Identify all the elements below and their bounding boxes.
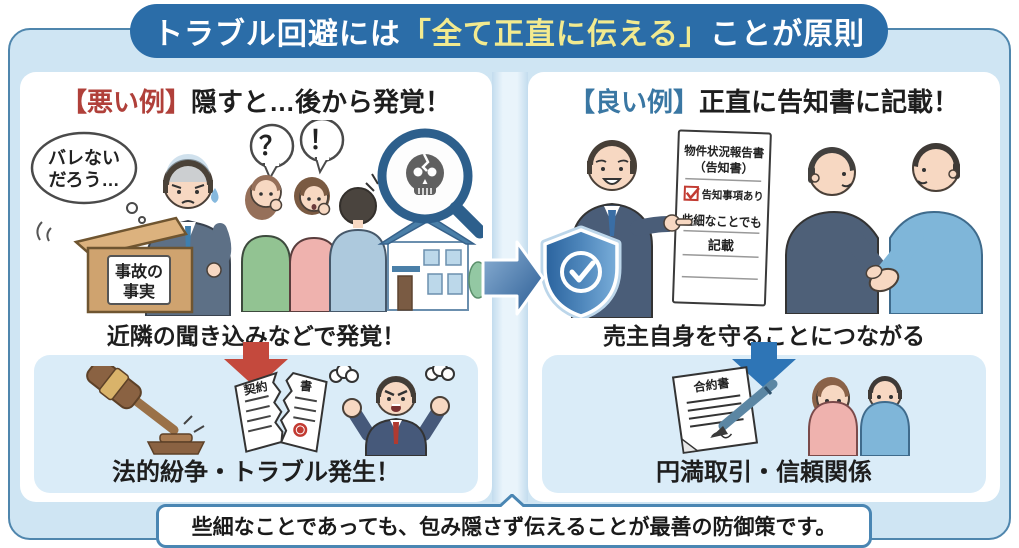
svg-text:（告知書）: （告知書） xyxy=(693,159,754,176)
skull-icon xyxy=(406,153,444,195)
tree-icon xyxy=(468,261,483,299)
good-result-text: 円満取引・信頼関係 xyxy=(656,459,872,486)
bad-heading: 隠すと…後から発覚！ xyxy=(191,87,452,117)
good-tag: 【良い例】 xyxy=(568,87,699,117)
good-panel-header: 【良い例】正直に告知書に記載！ xyxy=(528,82,1000,119)
smooth-deal-illustration: 合約書 xyxy=(671,366,910,456)
right-arrow-icon xyxy=(481,240,545,316)
good-heading: 正直に告知書に記載！ xyxy=(699,87,960,117)
svg-text:告知事項あり: 告知事項あり xyxy=(701,187,763,203)
checkmark-icon xyxy=(685,187,700,200)
bad-tag: 【悪い例】 xyxy=(60,87,191,117)
footer-banner: 些細なことであっても、包み隠さず伝えることが最善の防御策です。 xyxy=(156,504,872,548)
disclosure-document: 物件状況報告書 （告知書） 告知事項あり 些細なことでも 記載 xyxy=(671,129,772,307)
shield-check-icon xyxy=(540,225,622,318)
svg-text:バレない: バレない xyxy=(48,148,120,168)
svg-text:だろう…: だろう… xyxy=(49,170,120,190)
sweat-drop-icon xyxy=(211,188,219,203)
steam-puff-icon xyxy=(329,366,455,383)
svg-text:事故の: 事故の xyxy=(115,262,163,281)
bad-result-text: 法的紛争・トラブル発生！ xyxy=(112,459,400,486)
legal-trouble-illustration: 契約 書 xyxy=(86,366,455,456)
svg-text:些細なことでも: 些細なことでも xyxy=(682,213,762,231)
bad-panel-header: 【悪い例】隠すと…後から発覚！ xyxy=(20,82,492,119)
buyer-man xyxy=(872,143,983,314)
svg-text:書: 書 xyxy=(299,378,312,394)
listening-man-back xyxy=(329,169,387,312)
blue-down-arrow-icon xyxy=(732,342,796,388)
gossip-illustration: ？ ！ xyxy=(241,120,483,312)
question-bubble: ？ xyxy=(249,123,295,181)
wife xyxy=(808,377,858,456)
torn-contract-icon: 契約 書 xyxy=(234,371,328,453)
svg-text:事実: 事実 xyxy=(123,282,155,301)
signed-contract-icon: 合約書 xyxy=(671,366,759,454)
couple-illustration xyxy=(808,376,910,456)
title-banner: トラブル回避には「全て正直に伝える」ことが原則 xyxy=(130,4,888,58)
footer-notch-icon xyxy=(498,494,526,507)
accident-box: 事故の 事実 xyxy=(36,216,194,314)
handshake-illustration xyxy=(785,143,983,314)
title-highlight: 「全て正直に伝える」 xyxy=(400,18,711,51)
neighbor-woman-pink xyxy=(289,177,339,312)
gavel-icon xyxy=(86,366,206,455)
title-suffix: ことが原則 xyxy=(710,18,866,51)
disclosure-illustration: 物件状況報告書 （告知書） 告知事項あり 些細なことでも 記載 xyxy=(540,129,772,318)
red-seal-icon xyxy=(293,422,308,437)
house-icon xyxy=(377,213,483,311)
svg-text:？: ？ xyxy=(259,131,285,161)
clasped-hands-icon xyxy=(865,264,900,293)
hiding-man-illustration: バレない だろう… 事故の xyxy=(30,131,232,316)
husband xyxy=(860,376,910,456)
checkbox-icon xyxy=(683,185,699,202)
svg-text:！: ！ xyxy=(309,125,335,155)
neighbor-woman-green xyxy=(241,175,291,312)
pen-icon xyxy=(710,379,778,438)
angry-man-illustration xyxy=(329,366,455,456)
exclamation-bubble: ！ xyxy=(299,120,345,175)
svg-text:物件状況報告書: 物件状況報告書 xyxy=(684,143,764,161)
svg-text:契約: 契約 xyxy=(241,378,269,398)
red-down-arrow-icon xyxy=(224,342,288,388)
footer-text: 些細なことであっても、包み隠さず伝えることが最善の防御策です。 xyxy=(191,516,837,539)
svg-text:合約書: 合約書 xyxy=(693,375,731,395)
magnifier-skull-icon xyxy=(377,128,483,239)
svg-text:記載: 記載 xyxy=(708,237,735,253)
title-prefix: トラブル回避には xyxy=(152,18,401,51)
thought-bubble: バレない だろう… xyxy=(30,131,146,224)
